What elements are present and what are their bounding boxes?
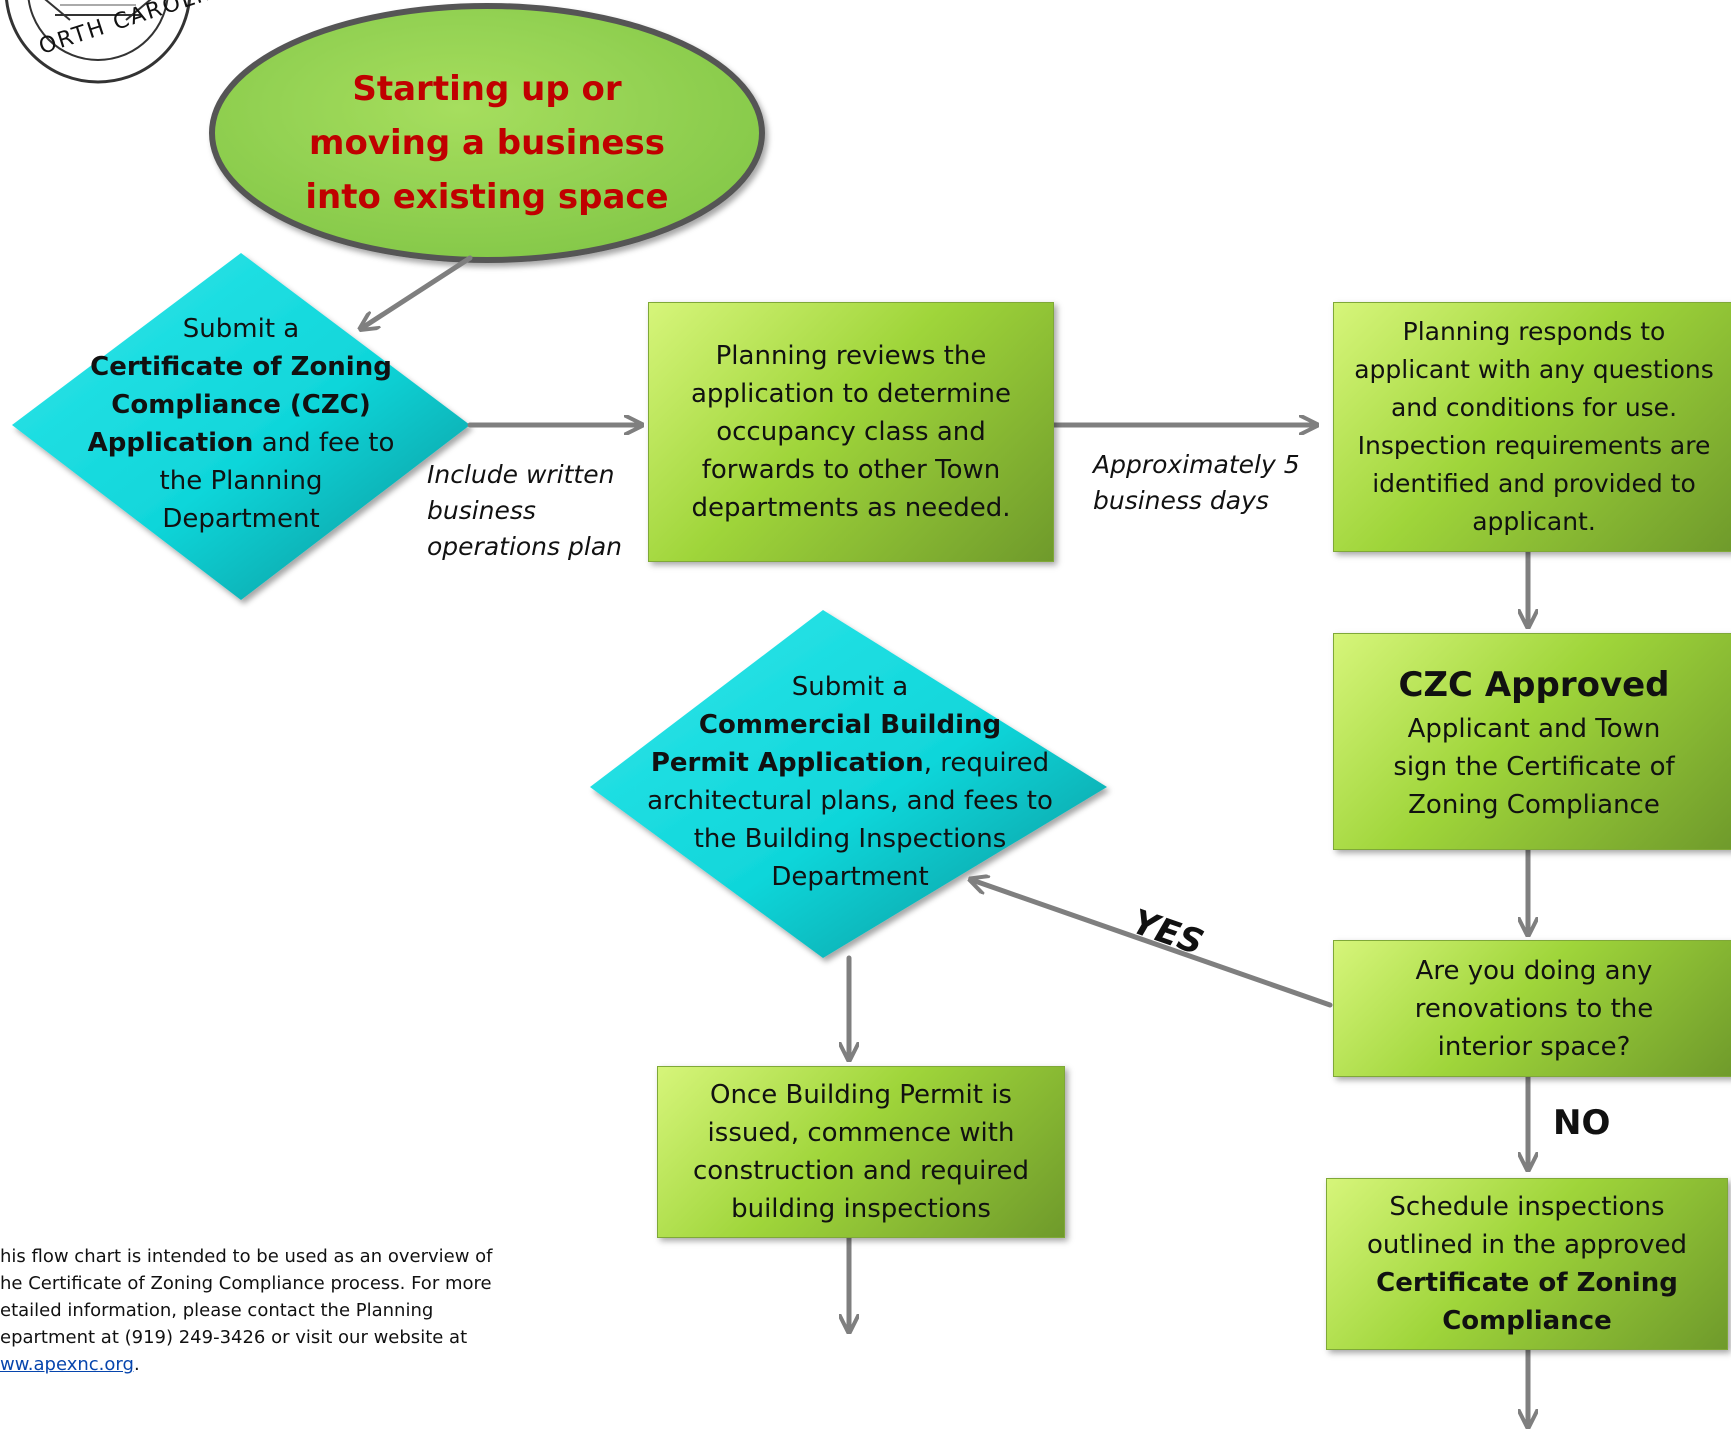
planning-response-box: Planning responds to applicant with any …: [1333, 302, 1731, 552]
box-line: interior space?: [1437, 1031, 1631, 1062]
planning-review-box: Planning reviews the application to dete…: [648, 302, 1054, 562]
box-line: building inspections: [731, 1194, 991, 1224]
diamond-line: Submit a: [791, 672, 909, 702]
box-bold-line: Compliance: [1442, 1306, 1612, 1336]
arrow-start-to-czc: [362, 255, 473, 328]
note-line: business days: [1093, 486, 1269, 515]
note-line: business: [427, 496, 536, 525]
approx-note: Approximately 5 business days: [1093, 447, 1313, 519]
diamond-line: Department: [771, 862, 929, 892]
diamond-line: Permit Application, required: [650, 748, 1050, 778]
czc-line: Application and fee to: [87, 428, 395, 458]
box-line: departments as needed.: [691, 493, 1011, 523]
box-line: issued, commence with: [707, 1118, 1015, 1148]
diamond-line: the Building Inspections: [693, 824, 1007, 854]
schedule-inspections-box: Schedule inspections outlined in the app…: [1326, 1178, 1728, 1350]
town-seal-logo: [5, 0, 191, 84]
box-line: applicant.: [1472, 507, 1596, 536]
box-line: Schedule inspections: [1389, 1192, 1665, 1222]
czc-approved-box: CZC Approved Applicant and Town sign the…: [1333, 633, 1731, 850]
box-line: Zoning Compliance: [1408, 789, 1660, 820]
start-title: Starting up or moving a business into ex…: [237, 62, 737, 224]
start-title-line: moving a business: [309, 123, 665, 163]
footer-line: his flow chart is intended to be used as…: [0, 1246, 493, 1267]
box-line: application to determine: [691, 379, 1011, 409]
czc-application-diamond: [12, 253, 470, 600]
box-line: Planning reviews the: [715, 341, 987, 371]
box-line: applicant with any questions: [1354, 355, 1714, 384]
footer-suffix: .: [133, 1354, 140, 1375]
building-diamond-label: Submit a Commercial Building Permit Appl…: [640, 668, 1060, 896]
note-line: Include written: [427, 460, 615, 489]
box-line: occupancy class and: [716, 417, 986, 447]
box-line: construction and required: [692, 1156, 1030, 1186]
box-line: forwards to other Town: [701, 455, 1001, 485]
box-line: Planning responds to: [1402, 317, 1666, 346]
approved-title: CZC Approved: [1398, 664, 1670, 705]
czc-diamond-label: Submit a Certificate of Zoning Complianc…: [80, 310, 402, 538]
note-line: Approximately 5: [1093, 450, 1300, 479]
box-line: Applicant and Town: [1407, 713, 1661, 744]
start-title-line: into existing space: [305, 177, 669, 217]
box-line: outlined in the approved: [1366, 1230, 1688, 1260]
box-line: and conditions for use.: [1390, 393, 1678, 422]
czc-line: the Planning: [159, 466, 323, 496]
arrow-question-to-building: [972, 880, 1333, 1008]
box-line: identified and provided to: [1372, 469, 1696, 498]
note-line: operations plan: [427, 532, 622, 561]
diamond-bold-line: Commercial Building: [698, 710, 1002, 740]
box-line: sign the Certificate of: [1393, 751, 1675, 782]
box-line: Inspection requirements are: [1357, 431, 1711, 460]
footer-line: epartment at (919) 249-3426 or visit our…: [0, 1327, 468, 1348]
no-label: NO: [1553, 1103, 1611, 1143]
website-link[interactable]: ww.apexnc.org: [0, 1354, 134, 1375]
czc-bold-line: Compliance (CZC): [111, 390, 371, 420]
footer-link-line: ww.apexnc.org.: [0, 1351, 560, 1378]
box-line: Once Building Permit is: [709, 1080, 1012, 1110]
start-ellipse: [209, 3, 765, 263]
start-title-line: Starting up or: [352, 69, 622, 109]
czc-bold-line: Certificate of Zoning: [90, 352, 392, 382]
czc-line: Department: [162, 504, 320, 534]
building-permit-box: Once Building Permit is issued, commence…: [657, 1066, 1065, 1238]
include-note: Include written business operations plan: [427, 457, 637, 565]
czc-line: Submit a: [182, 314, 300, 344]
box-bold-line: Certificate of Zoning: [1376, 1268, 1678, 1298]
building-permit-diamond: [590, 610, 1107, 958]
footer-note: his flow chart is intended to be used as…: [0, 1243, 560, 1378]
box-line: Are you doing any: [1415, 955, 1653, 986]
diamond-line: architectural plans, and fees to: [647, 786, 1053, 816]
box-line: renovations to the: [1414, 993, 1654, 1024]
footer-line: he Certificate of Zoning Compliance proc…: [0, 1273, 492, 1294]
footer-line: etailed information, please contact the …: [0, 1300, 434, 1321]
renovation-question-box: Are you doing any renovations to the int…: [1333, 940, 1731, 1077]
